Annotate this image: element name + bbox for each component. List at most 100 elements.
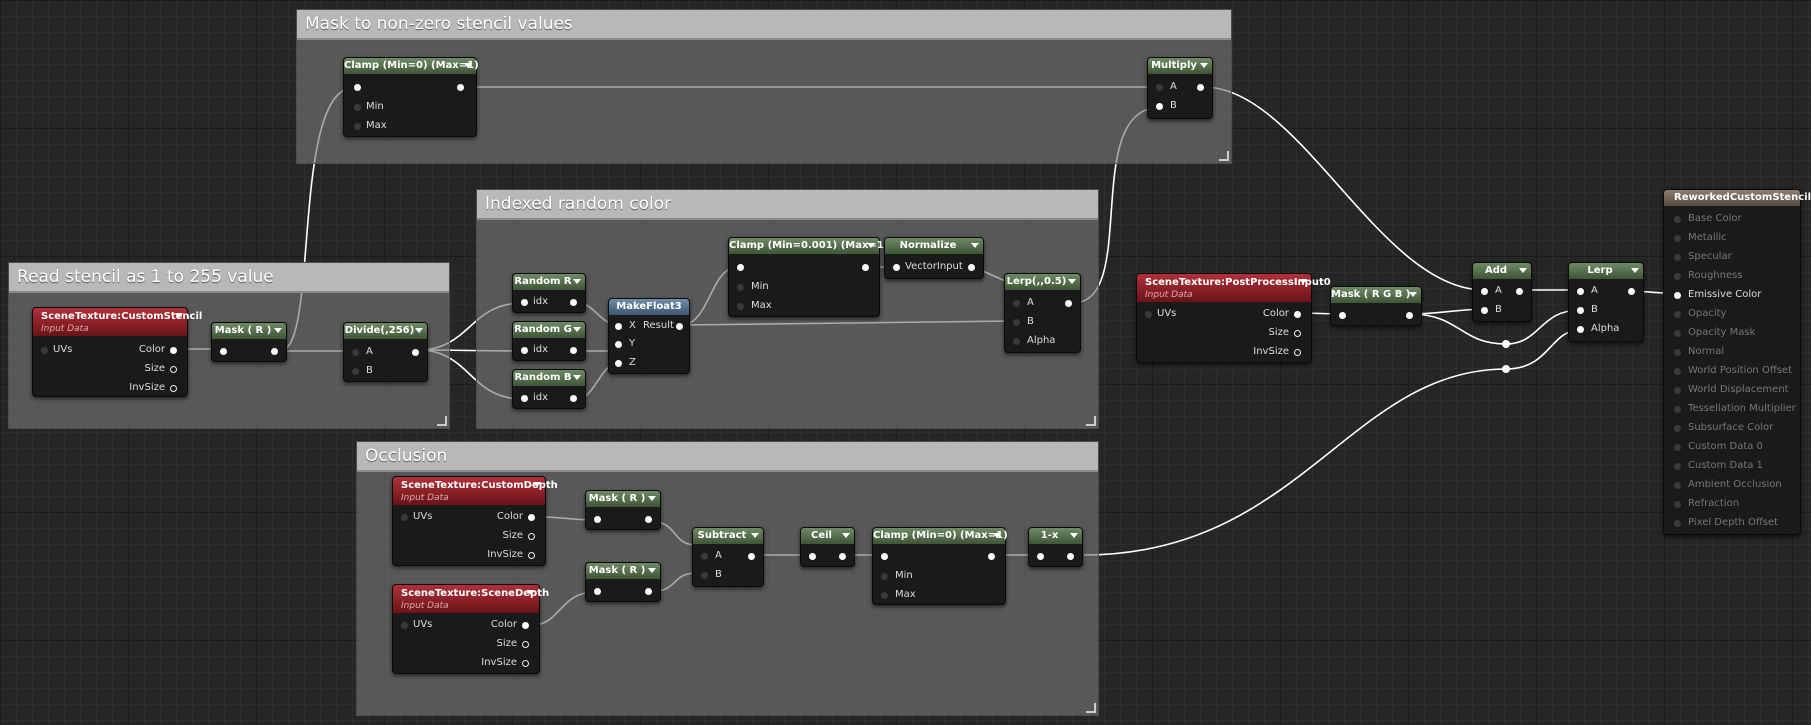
- chevron-down-icon[interactable]: [751, 533, 759, 538]
- output-pin[interactable]: [412, 349, 419, 356]
- output-pin[interactable]: [271, 348, 278, 355]
- normalize-node[interactable]: Normalize VectorInput: [884, 237, 984, 279]
- size-output-pin[interactable]: [1294, 330, 1301, 337]
- chevron-down-icon[interactable]: [274, 328, 282, 333]
- color-output-pin[interactable]: [522, 622, 529, 629]
- chevron-down-icon[interactable]: [971, 243, 979, 248]
- result-pin-row[interactable]: Tessellation Multiplier: [1664, 400, 1800, 419]
- input-pin[interactable]: [1674, 406, 1681, 413]
- add-node[interactable]: Add A B: [1472, 262, 1532, 322]
- input-pin[interactable]: [1339, 312, 1346, 319]
- chevron-down-icon[interactable]: [175, 313, 183, 318]
- chevron-down-icon[interactable]: [527, 590, 535, 595]
- output-pin[interactable]: [1628, 288, 1635, 295]
- output-pin[interactable]: [968, 264, 975, 271]
- input-pin[interactable]: [809, 553, 816, 560]
- size-output-pin[interactable]: [528, 533, 535, 540]
- output-pin[interactable]: [1406, 312, 1413, 319]
- a-pin[interactable]: [1481, 288, 1488, 295]
- input-pin[interactable]: [1674, 501, 1681, 508]
- input-pin[interactable]: [1674, 216, 1681, 223]
- output-pin[interactable]: [1516, 288, 1523, 295]
- output-pin[interactable]: [570, 347, 577, 354]
- output-pin[interactable]: [645, 516, 652, 523]
- result-pin-row[interactable]: Metallic: [1664, 229, 1800, 248]
- mask-r-node[interactable]: Mask ( R ): [585, 562, 661, 602]
- input-pin[interactable]: [1037, 553, 1044, 560]
- mask-r-node[interactable]: Mask ( R ): [211, 322, 287, 362]
- mask-rgb-node[interactable]: Mask ( R G B ): [1330, 286, 1422, 326]
- input-pin[interactable]: [594, 588, 601, 595]
- input-pin[interactable]: [1674, 463, 1681, 470]
- invsize-output-pin[interactable]: [522, 660, 529, 667]
- chevron-down-icon[interactable]: [1299, 279, 1307, 284]
- output-pin[interactable]: [748, 553, 755, 560]
- min-pin[interactable]: [737, 284, 744, 291]
- resize-handle[interactable]: [437, 416, 447, 426]
- clamp-node[interactable]: Clamp (Min=0) (Max=1) Min Max: [343, 57, 479, 137]
- chevron-down-icon[interactable]: [842, 533, 850, 538]
- input-pin[interactable]: [737, 264, 744, 271]
- min-pin[interactable]: [354, 104, 361, 111]
- one-minus-node[interactable]: 1-x: [1028, 527, 1083, 567]
- output-pin[interactable]: [1065, 300, 1072, 307]
- alpha-pin[interactable]: [1577, 326, 1584, 333]
- result-pin-row[interactable]: Opacity: [1664, 305, 1800, 324]
- result-pin-row[interactable]: Base Color: [1664, 210, 1800, 229]
- min-pin[interactable]: [881, 573, 888, 580]
- result-pin-row[interactable]: Pixel Depth Offset: [1664, 514, 1800, 533]
- y-pin[interactable]: [615, 341, 622, 348]
- max-pin[interactable]: [354, 123, 361, 130]
- color-output-pin[interactable]: [170, 347, 177, 354]
- vector-input-pin[interactable]: [893, 264, 900, 271]
- chevron-down-icon[interactable]: [573, 279, 581, 284]
- output-pin[interactable]: [1067, 553, 1074, 560]
- a-pin[interactable]: [1156, 84, 1163, 91]
- lerp-final-node[interactable]: Lerp A B Alpha: [1568, 262, 1644, 342]
- idx-pin[interactable]: [521, 299, 528, 306]
- alpha-pin[interactable]: [1013, 338, 1020, 345]
- invsize-output-pin[interactable]: [1294, 349, 1301, 356]
- a-pin[interactable]: [1013, 300, 1020, 307]
- chevron-down-icon[interactable]: [648, 496, 656, 501]
- invsize-output-pin[interactable]: [528, 552, 535, 559]
- result-pin-row[interactable]: Specular: [1664, 248, 1800, 267]
- input-pin[interactable]: [1674, 349, 1681, 356]
- output-pin[interactable]: [862, 264, 869, 271]
- uvs-pin[interactable]: [41, 347, 48, 354]
- input-pin[interactable]: [1674, 425, 1681, 432]
- input-pin[interactable]: [1674, 273, 1681, 280]
- result-pin-row[interactable]: Emissive Color: [1664, 286, 1800, 305]
- input-pin[interactable]: [1674, 368, 1681, 375]
- clamp-node[interactable]: Clamp (Min=0) (Max=1) Min Max: [872, 527, 1008, 605]
- b-pin[interactable]: [701, 572, 708, 579]
- result-pin-row[interactable]: Custom Data 0: [1664, 438, 1800, 457]
- output-pin[interactable]: [570, 299, 577, 306]
- max-pin[interactable]: [881, 592, 888, 599]
- chevron-down-icon[interactable]: [1519, 268, 1527, 273]
- z-pin[interactable]: [615, 360, 622, 367]
- reroute-node[interactable]: [1502, 365, 1510, 373]
- chevron-down-icon[interactable]: [1409, 292, 1417, 297]
- result-pin-row[interactable]: Normal: [1664, 343, 1800, 362]
- size-output-pin[interactable]: [170, 366, 177, 373]
- result-pin-row[interactable]: Subsurface Color: [1664, 419, 1800, 438]
- output-pin[interactable]: [839, 553, 846, 560]
- input-pin[interactable]: [220, 348, 227, 355]
- chevron-down-icon[interactable]: [1200, 63, 1208, 68]
- b-pin[interactable]: [1156, 103, 1163, 110]
- b-pin[interactable]: [352, 368, 359, 375]
- result-pin-row[interactable]: Refraction: [1664, 495, 1800, 514]
- chevron-down-icon[interactable]: [993, 533, 1001, 538]
- input-pin[interactable]: [1674, 444, 1681, 451]
- clamp-node[interactable]: Clamp (Min=0.001) (Max=1) Min Max: [728, 237, 888, 317]
- chevron-down-icon[interactable]: [573, 327, 581, 332]
- lerp-node[interactable]: Lerp(,,0.5) A B Alpha: [1004, 273, 1081, 353]
- resize-handle[interactable]: [1086, 703, 1096, 713]
- b-pin[interactable]: [1481, 307, 1488, 314]
- chevron-down-icon[interactable]: [464, 63, 472, 68]
- divide-node[interactable]: Divide(,256) A B: [343, 322, 428, 382]
